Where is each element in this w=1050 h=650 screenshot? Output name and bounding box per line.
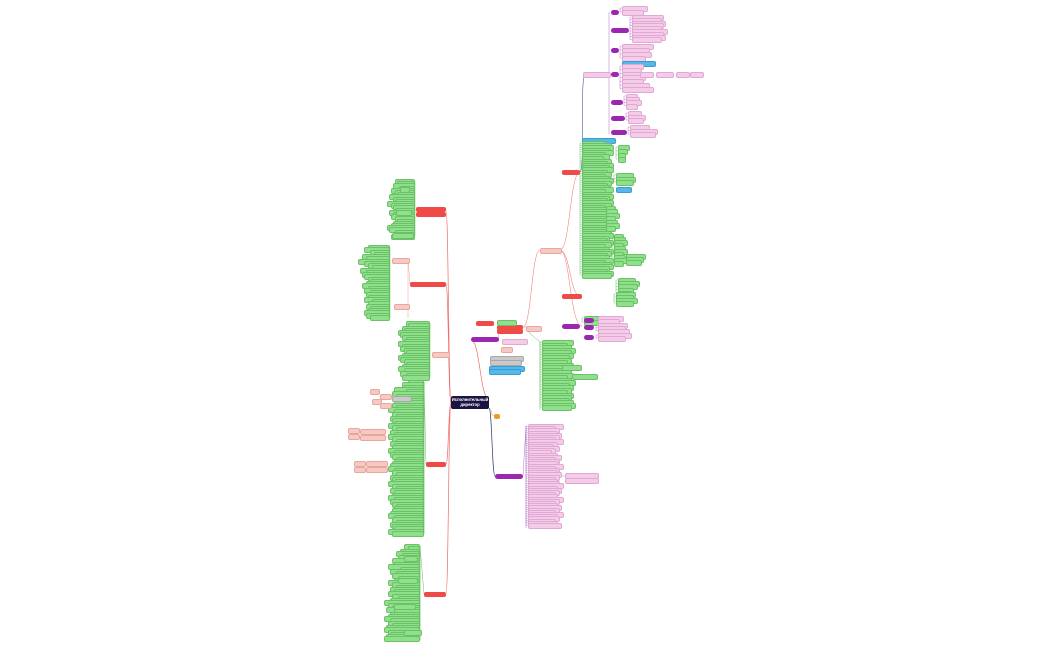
- group-node-top-2[interactable]: [611, 28, 629, 33]
- subbranch-node-r1b[interactable]: [497, 325, 523, 330]
- leaf-node[interactable]: [370, 314, 390, 321]
- leaf-node[interactable]: [606, 226, 616, 233]
- leaf-node[interactable]: [380, 403, 392, 409]
- leaf-node[interactable]: [497, 320, 517, 326]
- leaf-node[interactable]: [656, 72, 674, 78]
- leaf-node[interactable]: [370, 389, 380, 395]
- leaf-node[interactable]: [626, 260, 642, 267]
- leaf-node[interactable]: [360, 429, 386, 435]
- subbranch-node-r1a[interactable]: [476, 321, 494, 326]
- branch-connector-r4: [488, 407, 496, 477]
- leaf-node[interactable]: [626, 103, 638, 110]
- group-node-r1f-3[interactable]: [584, 335, 594, 340]
- branch-node-l1[interactable]: [416, 207, 446, 212]
- branch-node-l3[interactable]: [432, 352, 450, 358]
- branch-node-r4[interactable]: [495, 474, 523, 479]
- connector-line: [522, 249, 541, 328]
- leaf-node[interactable]: [404, 630, 422, 636]
- leaf-node[interactable]: [616, 180, 634, 186]
- leaf-node[interactable]: [380, 394, 392, 400]
- leaf-node[interactable]: [489, 369, 521, 375]
- group-node-top-1[interactable]: [611, 10, 619, 15]
- leaf-node[interactable]: [565, 478, 599, 484]
- leaf-node[interactable]: [502, 339, 528, 345]
- leaf-node[interactable]: [616, 187, 632, 193]
- branch-connector-l5: [445, 402, 452, 595]
- subbranch-node-r1c[interactable]: [540, 248, 562, 254]
- leaf-node[interactable]: [398, 578, 418, 584]
- leaf-node[interactable]: [392, 396, 412, 402]
- leaf-node[interactable]: [348, 434, 360, 440]
- group-node-top-3[interactable]: [611, 48, 619, 53]
- branch-connector-l4: [445, 402, 452, 465]
- leaf-node[interactable]: [628, 118, 644, 124]
- leaf-node[interactable]: [392, 233, 414, 239]
- leaf-node[interactable]: [614, 261, 624, 267]
- branch-connector-r3: [488, 407, 495, 417]
- leaf-node[interactable]: [501, 347, 513, 353]
- subbranch-node-r1e[interactable]: [562, 294, 582, 299]
- leaf-node[interactable]: [528, 523, 562, 529]
- leaf-node[interactable]: [640, 72, 654, 78]
- leaf-node[interactable]: [354, 461, 366, 467]
- group-node-r1f-2[interactable]: [584, 325, 594, 330]
- leaf-node[interactable]: [396, 210, 412, 216]
- leaf-node[interactable]: [348, 428, 360, 434]
- leaf-node[interactable]: [630, 132, 656, 138]
- leaf-node[interactable]: [526, 326, 542, 332]
- subbranch-node-r1d[interactable]: [562, 170, 580, 175]
- branch-node-l4[interactable]: [426, 462, 446, 467]
- leaf-node[interactable]: [562, 365, 582, 371]
- leaf-node[interactable]: [366, 467, 388, 473]
- leaf-node[interactable]: [366, 461, 388, 467]
- leaf-node[interactable]: [572, 374, 598, 380]
- leaf-node[interactable]: [616, 301, 634, 307]
- leaf-node[interactable]: [582, 273, 612, 279]
- subbranch-node-r1b-line2[interactable]: [497, 329, 523, 334]
- leaf-node[interactable]: [598, 336, 626, 342]
- leaf-node[interactable]: [632, 37, 662, 44]
- leaf-node[interactable]: [354, 467, 366, 473]
- branch-node-l1-line2[interactable]: [416, 212, 446, 217]
- leaf-node[interactable]: [404, 556, 418, 562]
- subbranch-node-r1f[interactable]: [562, 324, 580, 329]
- leaf-node[interactable]: [392, 530, 424, 537]
- branch-node-r1[interactable]: [471, 337, 499, 342]
- leaf-node[interactable]: [690, 72, 704, 78]
- group-node-top-4[interactable]: [611, 72, 619, 77]
- leaf-node[interactable]: [676, 72, 690, 78]
- leaf-node[interactable]: [622, 86, 654, 93]
- leaf-node[interactable]: [618, 157, 626, 163]
- leaf-node[interactable]: [372, 399, 382, 405]
- leaf-node[interactable]: [394, 604, 416, 610]
- branch-node-r3[interactable]: [494, 414, 500, 419]
- leaf-node[interactable]: [400, 187, 410, 193]
- connector-line: [559, 249, 583, 327]
- group-node-top-6[interactable]: [611, 116, 625, 121]
- branch-node-l2[interactable]: [410, 282, 446, 287]
- root-node[interactable]: Исполнительный директор: [451, 396, 489, 409]
- leaf-node[interactable]: [384, 636, 420, 643]
- leaf-node[interactable]: [394, 304, 410, 310]
- leaf-node[interactable]: [392, 258, 410, 264]
- group-node-top-7[interactable]: [611, 130, 627, 135]
- group-node-top-5[interactable]: [611, 100, 623, 105]
- leaf-node[interactable]: [360, 435, 386, 441]
- group-node-r1f-1[interactable]: [584, 318, 594, 323]
- branch-node-l5[interactable]: [424, 592, 446, 597]
- leaf-node[interactable]: [583, 72, 611, 78]
- leaf-node[interactable]: [542, 405, 572, 411]
- leaf-node[interactable]: [490, 360, 522, 366]
